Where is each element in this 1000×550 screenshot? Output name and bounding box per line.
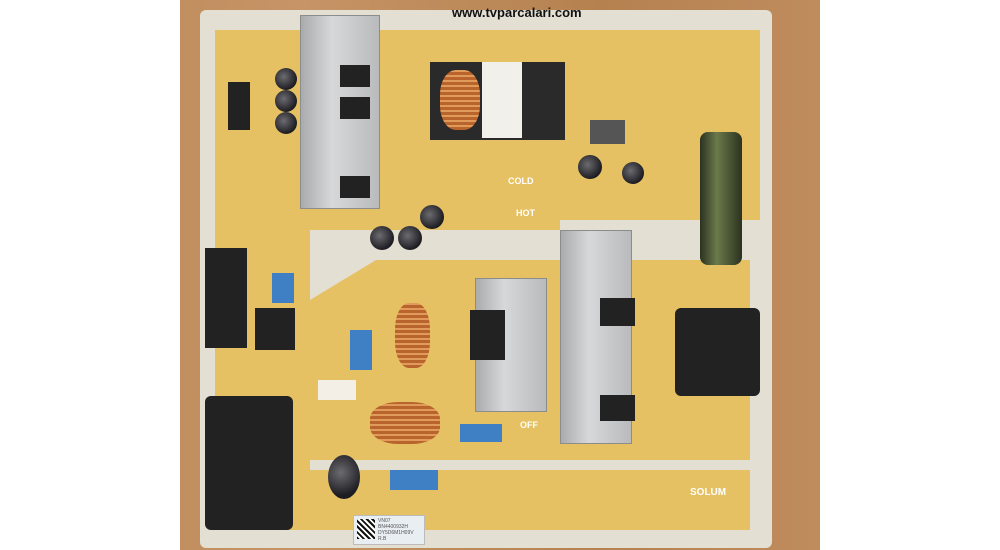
brand-marking: SOLUM bbox=[690, 487, 727, 498]
connector bbox=[228, 82, 250, 130]
capacitor bbox=[275, 112, 297, 134]
fuse-resistor bbox=[318, 380, 356, 400]
output-inductor bbox=[675, 308, 760, 396]
optocoupler bbox=[590, 120, 625, 144]
transistor bbox=[470, 310, 505, 360]
transistor bbox=[340, 65, 370, 87]
capacitor bbox=[622, 162, 644, 184]
capacitor bbox=[370, 226, 394, 250]
transistor bbox=[340, 97, 370, 119]
transistor bbox=[600, 298, 635, 326]
transistor bbox=[600, 395, 635, 421]
right-margin bbox=[820, 0, 1000, 550]
qr-code bbox=[357, 519, 375, 539]
capacitor bbox=[578, 155, 602, 179]
bulk-capacitor bbox=[700, 132, 742, 265]
x-capacitor bbox=[390, 470, 438, 490]
transformer-bobbin bbox=[482, 62, 522, 138]
hot-marking: HOT bbox=[516, 208, 535, 218]
x-capacitor bbox=[460, 424, 502, 442]
output-connector bbox=[205, 248, 247, 348]
capacitor bbox=[420, 205, 444, 229]
transistor bbox=[340, 176, 370, 198]
label-line: BN4400932H bbox=[378, 524, 409, 530]
capacitor bbox=[275, 68, 297, 90]
product-label: VN07 BN4400932H DY5D6M1H09V R.B bbox=[353, 515, 425, 545]
ac-inlet-socket bbox=[205, 396, 293, 530]
capacitor bbox=[275, 90, 297, 112]
capacitor bbox=[398, 226, 422, 250]
watermark: www.tvparcalari.com bbox=[452, 5, 582, 20]
emi-choke bbox=[395, 303, 430, 368]
x-capacitor bbox=[350, 330, 372, 370]
label-line: R.B bbox=[378, 536, 387, 542]
transformer-winding bbox=[440, 70, 480, 130]
cold-marking: COLD bbox=[508, 176, 534, 186]
thermistor bbox=[328, 455, 360, 499]
label-line: DY5D6M1H09V bbox=[378, 530, 414, 536]
x-capacitor bbox=[272, 273, 294, 303]
off-marking: OFF bbox=[520, 420, 538, 430]
left-margin bbox=[0, 0, 180, 550]
inductor bbox=[255, 308, 295, 350]
label-line: VN07 bbox=[378, 518, 391, 524]
common-mode-choke bbox=[370, 402, 440, 444]
